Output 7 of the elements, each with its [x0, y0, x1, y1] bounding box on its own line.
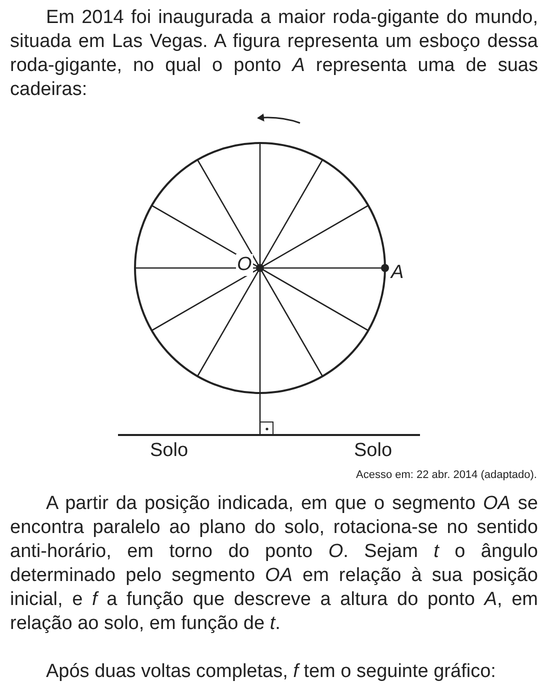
- source-note: Acesso em: 22 abr. 2014 (adaptado).: [356, 468, 537, 482]
- point-label: O: [236, 254, 253, 276]
- ground-label: Solo: [354, 440, 392, 462]
- ground-label: Solo: [150, 440, 188, 462]
- point-label: A: [391, 262, 404, 284]
- paragraph-text: Em 2014 foi inaugurada a maior roda-gigante do mundo, situada em Las Vegas. A figura representa um esboço dessa roda-gigante, no qual o ponto A representa uma de suas cadeiras:: [10, 6, 538, 102]
- paragraph-text: Após duas voltas completas, f tem o seguinte gráfico:: [45, 660, 497, 684]
